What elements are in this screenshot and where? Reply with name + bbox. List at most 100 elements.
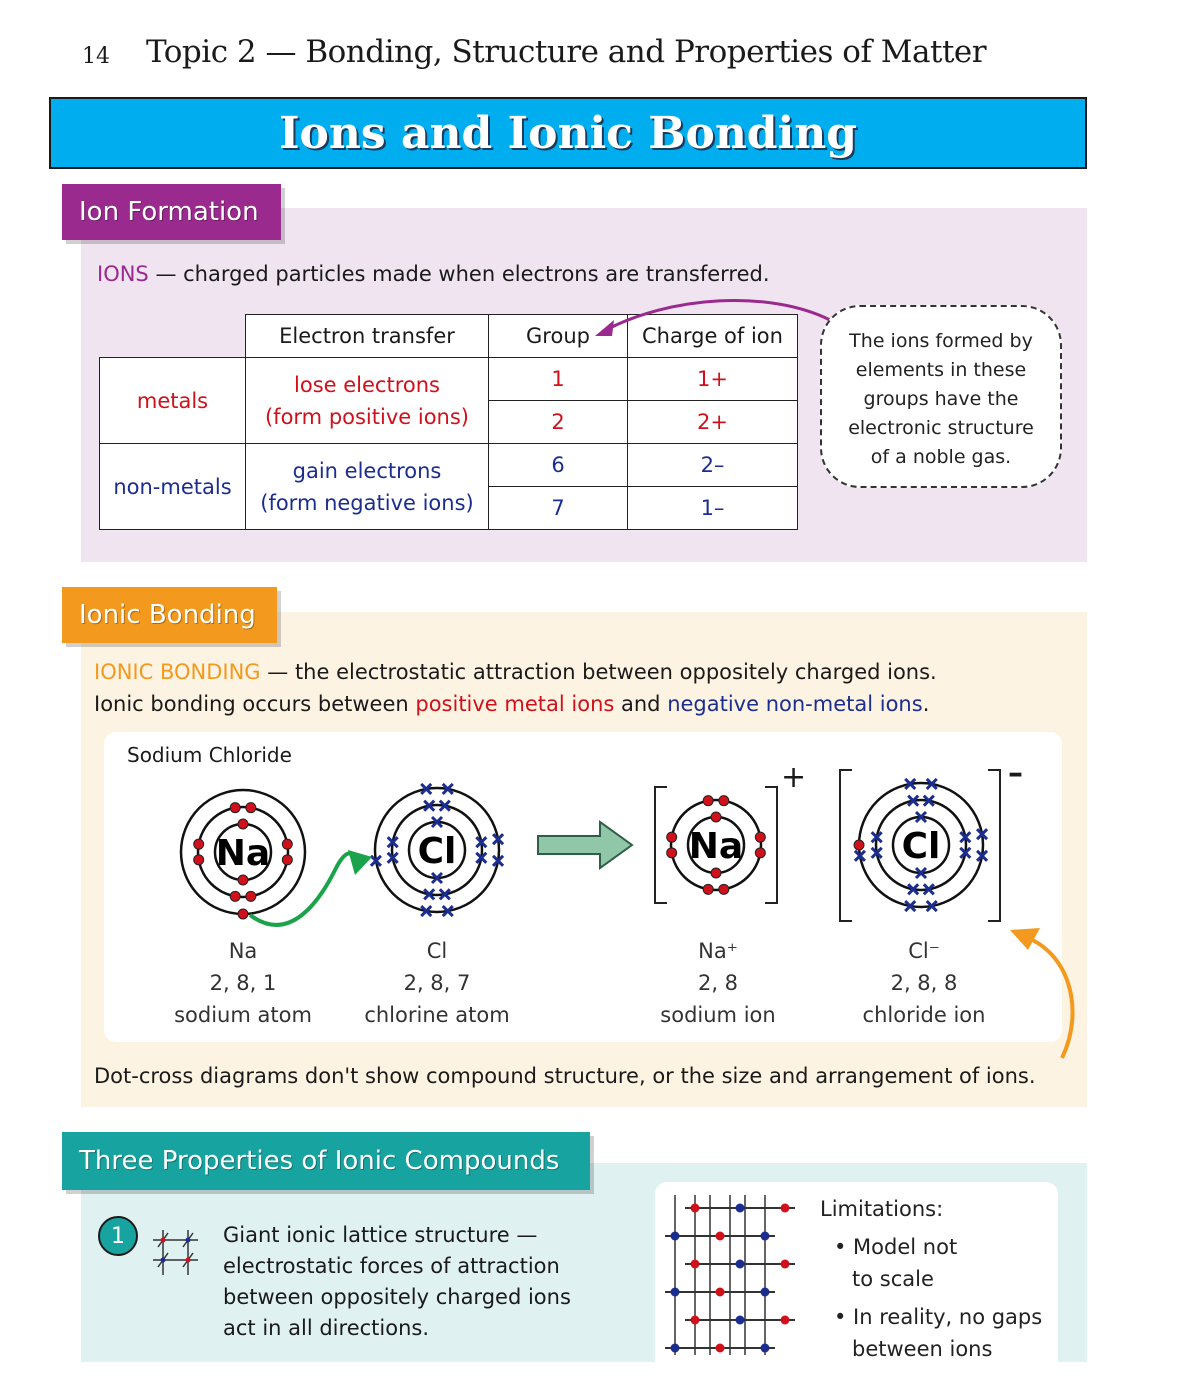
electron-cross [491, 833, 505, 846]
dot-cross-diagram: Na Cl Na Cl [179, 769, 1075, 1059]
page-title-banner: Ions and Ionic Bonding [49, 97, 1087, 169]
nonmetals-transfer: gain electrons(form negative ions) [245, 443, 489, 530]
electron-dot [237, 908, 249, 920]
electron-cross [420, 904, 433, 918]
element-symbol: Na [216, 833, 270, 874]
electron-dot [229, 802, 241, 814]
electron-dot [193, 854, 205, 866]
electron-cross [959, 846, 972, 859]
electron-cross [870, 831, 883, 844]
electron-cross [914, 810, 928, 824]
electron-cross [904, 777, 917, 791]
electron-shell [874, 798, 968, 892]
electron-dot [281, 854, 293, 866]
electron-dot [237, 874, 249, 886]
ion-formation-heading: Ion Formation [62, 184, 281, 240]
electron-dot [281, 838, 293, 850]
electron-dot [718, 883, 730, 895]
electron-cross [959, 831, 972, 844]
electron-shell [373, 786, 501, 914]
electron-dot [666, 831, 678, 843]
electron-cross [441, 904, 454, 918]
electron-shell [390, 803, 484, 897]
electron-dot [702, 795, 714, 807]
topic-title: Topic 2 — Bonding, Structure and Propert… [146, 34, 987, 70]
electron-dot [710, 867, 722, 879]
electron-dot [754, 831, 766, 843]
electron-shell [669, 798, 763, 892]
page-title: Ions and Ionic Bonding [278, 107, 858, 159]
group-cell: 6 [488, 443, 628, 487]
electron-dot [702, 883, 714, 895]
electron-cross [925, 899, 938, 913]
dot-cross-note: Dot-cross diagrams don't show compound s… [94, 1064, 1036, 1088]
bracket [988, 769, 1001, 922]
electron-cross [907, 794, 920, 807]
ionic-bonding-occurs: Ionic bonding occurs between positive me… [94, 692, 930, 716]
property-1-text: Giant ionic lattice structure —electrost… [223, 1223, 571, 1340]
element-symbol: Cl [902, 826, 941, 867]
electron-cross [975, 849, 989, 862]
metals-transfer: lose electrons(form positive ions) [245, 357, 489, 444]
electron-dot [666, 847, 678, 859]
header-charge: Charge of ion [627, 314, 798, 358]
electron-cross [430, 815, 444, 829]
ions-definition-text: — charged particles made when electrons … [148, 262, 770, 286]
group-cell: 7 [488, 486, 628, 530]
negative-charge: – [1008, 756, 1023, 791]
electron-dot [853, 839, 865, 851]
diagram-title: Sodium Chloride [127, 743, 292, 767]
ionic-bonding-definition: IONIC BONDING — the electrostatic attrac… [94, 660, 937, 684]
ionic-bonding-heading: Ionic Bonding [62, 587, 277, 643]
electron-cross [904, 899, 917, 913]
charge-cell: 1+ [627, 357, 798, 401]
positive-charge: + [781, 760, 807, 795]
electron-dot [237, 818, 249, 830]
electron-cross [386, 851, 399, 864]
charge-cell: 1– [627, 486, 798, 530]
electron-cross [870, 846, 883, 859]
bracket [654, 786, 667, 904]
electron-dot [193, 838, 205, 850]
electron-cross [369, 854, 383, 867]
electron-cross [853, 849, 867, 862]
electron-cross [423, 888, 436, 901]
electron-cross [914, 866, 928, 880]
electron-cross [975, 828, 989, 841]
metals-label: metals [99, 357, 246, 444]
electron-dot [229, 890, 241, 902]
electron-dot [754, 847, 766, 859]
electron-cross [922, 794, 935, 807]
electron-cross [438, 888, 451, 901]
nonmetals-label: non-metals [99, 443, 246, 530]
note-arrow-icon [1019, 933, 1075, 1059]
electron-dot [245, 890, 257, 902]
electron-cross [491, 854, 505, 867]
bracket [839, 769, 852, 922]
properties-heading: Three Properties of Ionic Compounds [62, 1132, 590, 1190]
property-number-badge: 1 [98, 1216, 138, 1256]
reaction-arrow-icon [537, 820, 634, 870]
bracket [765, 786, 778, 904]
electron-cross [922, 883, 935, 896]
electron-cross [475, 836, 488, 849]
element-symbol: Na [689, 826, 743, 867]
group-cell: 1 [488, 357, 628, 401]
electron-shell [196, 805, 290, 899]
electron-dot [718, 795, 730, 807]
lattice-icon [153, 1230, 198, 1275]
electron-cross [441, 782, 454, 796]
element-symbol: Cl [418, 831, 457, 872]
electron-cross [420, 782, 433, 796]
electron-dot [245, 802, 257, 814]
electron-dot [710, 811, 722, 823]
electron-cross [907, 883, 920, 896]
ions-definition: IONS — charged particles made when elect… [97, 262, 770, 286]
ions-term: IONS [97, 262, 149, 286]
